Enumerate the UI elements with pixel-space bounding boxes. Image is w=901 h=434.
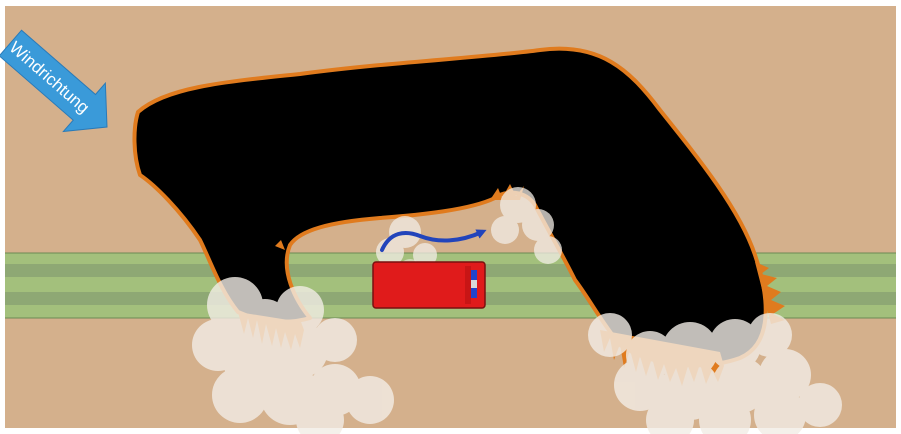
fire-truck-icon — [373, 262, 485, 308]
